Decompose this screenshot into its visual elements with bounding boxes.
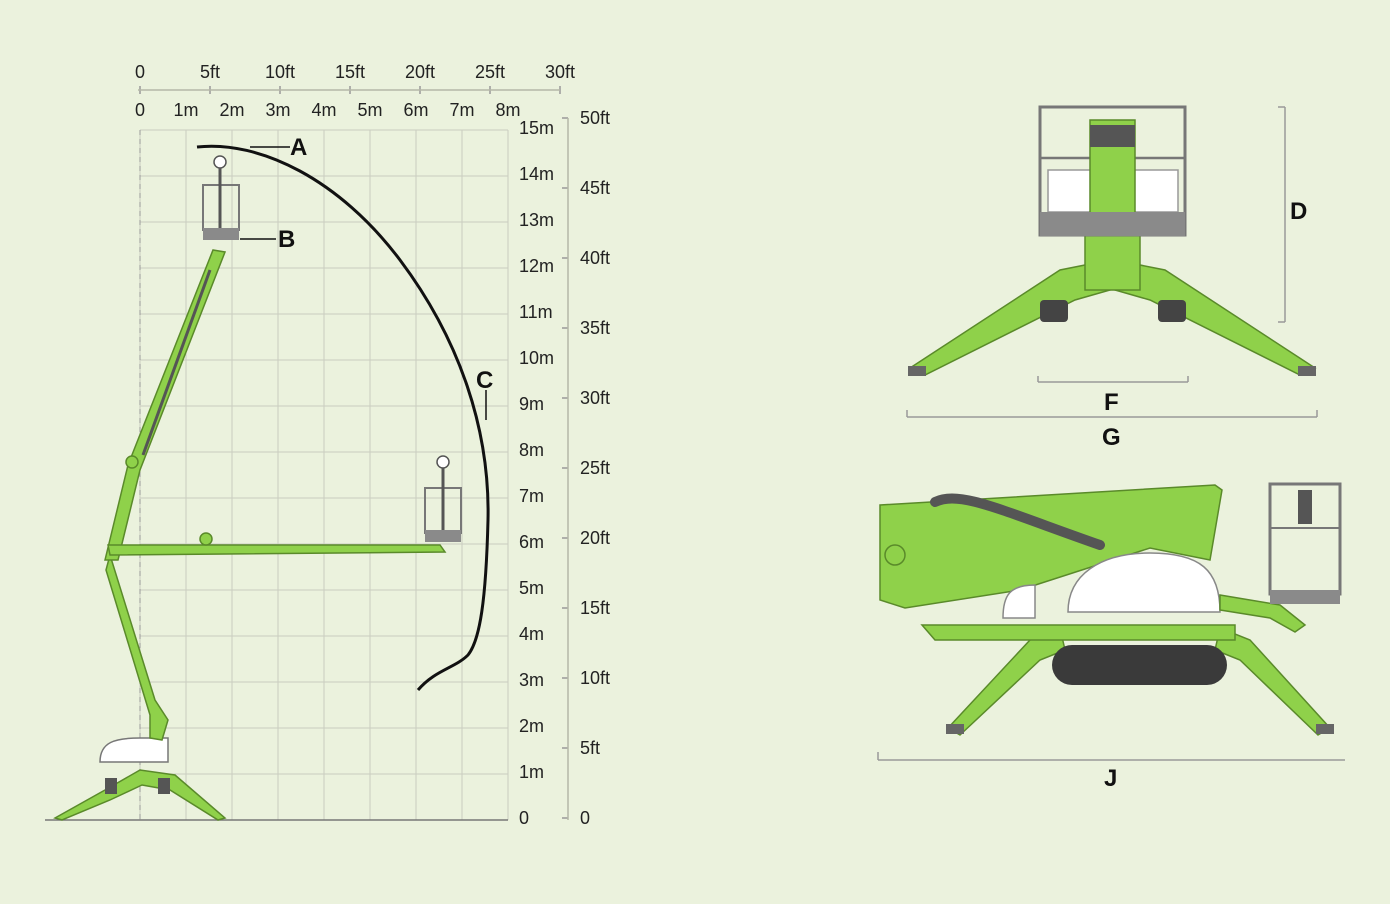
lift-side-view-chart (53, 155, 462, 821)
front-track-right (1158, 300, 1186, 322)
label-g: G (1102, 424, 1121, 451)
tick-right-ft-5: 5ft (580, 738, 600, 758)
tick-right-ft-15: 15ft (580, 598, 610, 618)
tick-top-m-1: 1m (173, 100, 198, 120)
tick-right-m-15: 15m (519, 118, 554, 138)
tick-right-ft-25: 25ft (580, 458, 610, 478)
operator-raised-head (213, 155, 227, 169)
platform-raised-floor (203, 228, 239, 240)
tick-right-m-8: 8m (519, 440, 544, 460)
tick-top-ft-25: 25ft (475, 62, 505, 82)
tick-right-ft-10: 10ft (580, 668, 610, 688)
tick-top-ft-15: 15ft (335, 62, 365, 82)
front-basket-floor (1040, 212, 1185, 236)
label-a: A (290, 134, 307, 161)
tick-top-m-4: 4m (311, 100, 336, 120)
tick-right-m-5: 5m (519, 578, 544, 598)
side-engine-cover (1002, 584, 1036, 619)
tick-top-ft-30: 30ft (545, 62, 575, 82)
tick-top-ft-0: 0 (135, 62, 145, 82)
tick-right-m-1: 1m (519, 762, 544, 782)
tick-right-ft-0: 0 (580, 808, 590, 828)
outrigger-foot-right (158, 778, 170, 794)
tick-top-m-2: 2m (219, 100, 244, 120)
tick-right-m-13: 13m (519, 210, 554, 230)
side-boom-pivot (884, 544, 906, 566)
front-control-box (1090, 125, 1135, 147)
tick-top-m-8: 8m (495, 100, 520, 120)
side-jib (1219, 594, 1307, 633)
tick-right-m-9: 9m (519, 394, 544, 414)
tick-top-m-0: 0 (135, 100, 145, 120)
tick-right-m-6: 6m (519, 532, 544, 552)
tick-right-m-14: 14m (519, 164, 554, 184)
front-foot-left (908, 366, 926, 376)
label-f: F (1104, 389, 1119, 416)
side-stowed-view: J (877, 482, 1345, 792)
tick-top-m-3: 3m (265, 100, 290, 120)
outrigger-foot-left (105, 778, 117, 794)
tick-right-m-7: 7m (519, 486, 544, 506)
outreach-envelope-curve (196, 144, 490, 691)
label-d: D (1290, 198, 1307, 225)
tick-top-ft-5: 5ft (200, 62, 220, 82)
side-hose-guard (930, 493, 1105, 550)
tick-right-m-10: 10m (519, 348, 554, 368)
tick-top-m-7: 7m (449, 100, 474, 120)
tick-top-ft-20: 20ft (405, 62, 435, 82)
lower-boom (105, 552, 169, 741)
jib-pivot (199, 532, 213, 546)
outriggers-chart (53, 769, 227, 821)
tick-right-m-11: 11m (519, 302, 553, 322)
tick-top-m-5: 5m (357, 100, 382, 120)
boom-cylinder (141, 269, 212, 456)
tick-right-m-4: 4m (519, 624, 544, 644)
side-basket-floor (1270, 590, 1340, 604)
tick-right-ft-35: 35ft (580, 318, 610, 338)
side-control-box (1298, 490, 1312, 524)
front-track-left (1040, 300, 1068, 322)
front-foot-right (1298, 366, 1316, 376)
side-chassis-beam (920, 624, 1236, 641)
front-turret (1084, 234, 1141, 291)
tick-right-ft-45: 45ft (580, 178, 610, 198)
platform-outreach-floor (425, 530, 461, 542)
tick-right-ft-50: 50ft (580, 108, 610, 128)
label-b: B (278, 226, 295, 253)
front-view: D F G (906, 105, 1318, 451)
boom-horizontal (107, 544, 447, 556)
tick-right-m-12: 12m (519, 256, 554, 276)
tick-right-m-2: 2m (519, 716, 544, 736)
side-folded-booms (879, 484, 1223, 609)
label-c: C (476, 367, 493, 394)
side-foot-left (946, 724, 964, 734)
grid (45, 129, 509, 821)
tick-top-ft-10: 10ft (265, 62, 295, 82)
working-range-chart: 0 5ft 10ft 15ft 20ft 25ft 30ft 0 1m 2m 3… (45, 62, 610, 828)
side-track (1052, 645, 1227, 685)
tick-right-ft-30: 30ft (580, 388, 610, 408)
tick-right-ft-40: 40ft (580, 248, 610, 268)
label-j: J (1104, 765, 1117, 792)
side-body-cover (1067, 552, 1221, 613)
tick-right-m-3: 3m (519, 670, 544, 690)
tick-right-m-0: 0 (519, 808, 529, 828)
side-foot-right (1316, 724, 1334, 734)
operator-outreach-head (436, 455, 450, 469)
tick-right-ft-20: 20ft (580, 528, 610, 548)
boom-pivot (125, 455, 139, 469)
tick-top-m-6: 6m (403, 100, 428, 120)
